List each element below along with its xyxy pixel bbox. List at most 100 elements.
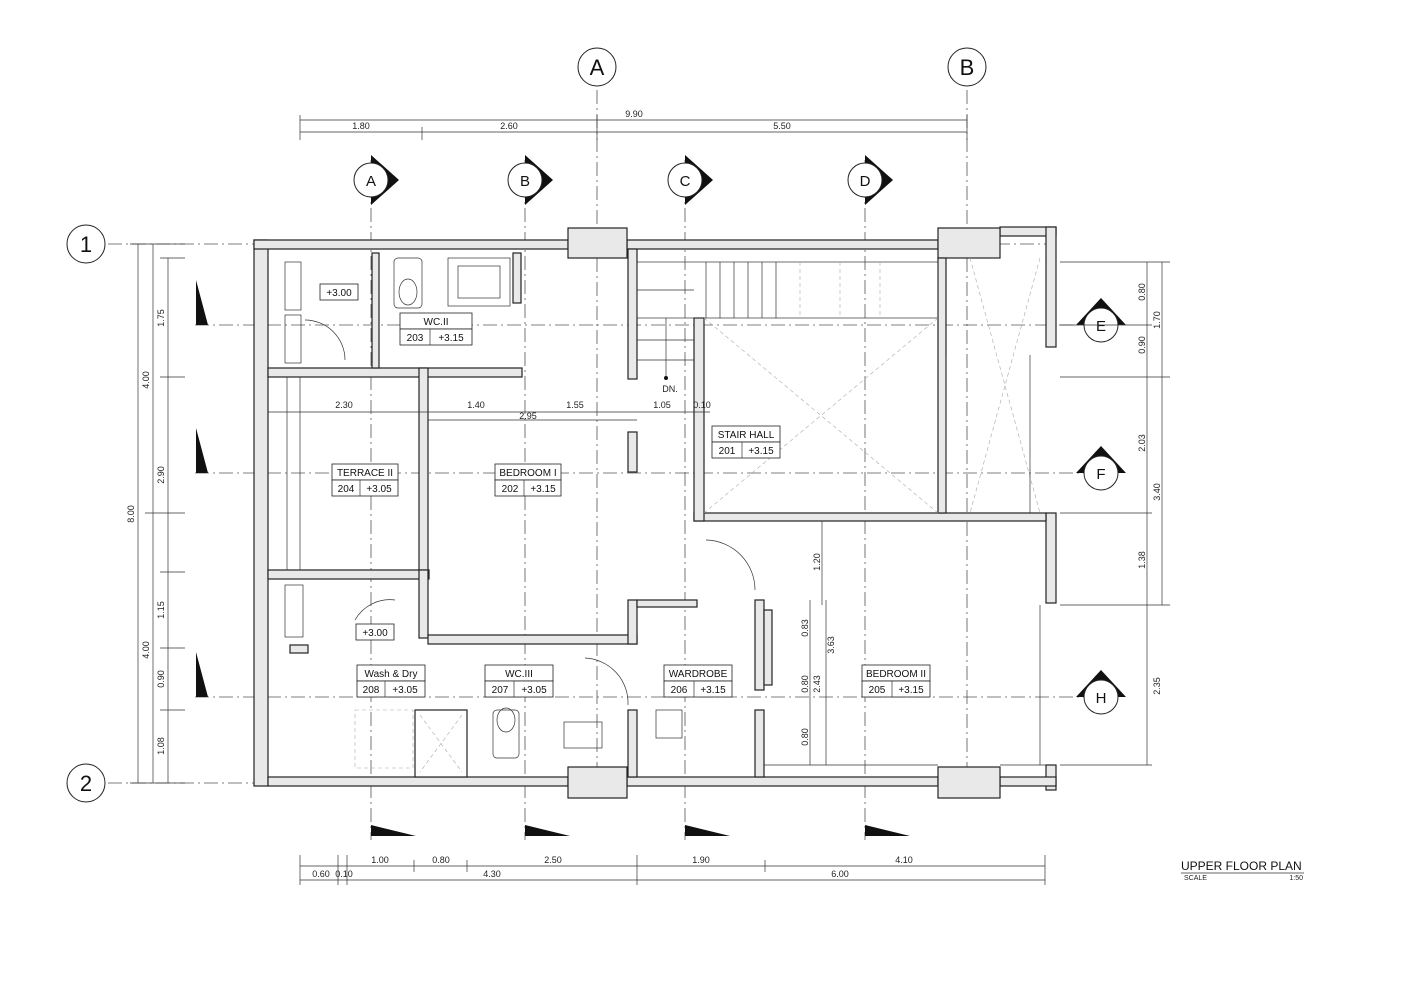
svg-text:F: F <box>1096 466 1105 483</box>
grid-bubble-a: A <box>577 47 617 87</box>
svg-text:1: 1 <box>80 232 92 257</box>
svg-text:9.90: 9.90 <box>625 109 643 119</box>
svg-text:+3.05: +3.05 <box>521 685 547 696</box>
svg-text:2.60: 2.60 <box>500 121 518 131</box>
svg-text:+3.15: +3.15 <box>438 333 464 344</box>
svg-text:4.00: 4.00 <box>141 371 151 389</box>
section-arrows-bottom <box>371 825 910 836</box>
svg-text:1.90: 1.90 <box>692 855 710 865</box>
svg-text:+3.15: +3.15 <box>700 685 726 696</box>
drawing-title: UPPER FLOOR PLAN <box>1181 859 1302 873</box>
svg-text:2.50: 2.50 <box>544 855 562 865</box>
svg-text:1.40: 1.40 <box>467 400 485 410</box>
svg-text:207: 207 <box>492 685 509 696</box>
svg-text:E: E <box>1096 318 1106 335</box>
svg-text:0.80: 0.80 <box>800 675 810 693</box>
svg-text:0.10: 0.10 <box>335 869 353 879</box>
section-marker-h: H <box>1076 670 1126 715</box>
svg-text:1.38: 1.38 <box>1137 551 1147 569</box>
svg-text:WC.III: WC.III <box>505 669 533 680</box>
level-tag-upper: +3.00 <box>319 283 359 301</box>
svg-text:2.35: 2.35 <box>1152 677 1162 695</box>
svg-text:+3.15: +3.15 <box>898 685 924 696</box>
svg-text:5.50: 5.50 <box>773 121 791 131</box>
walls <box>253 226 1057 799</box>
svg-text:0.83: 0.83 <box>800 619 810 637</box>
bottom-dimensions: 1.00 0.80 2.50 1.90 4.10 0.60 0.10 4.30 … <box>299 855 1046 885</box>
svg-text:+3.00: +3.00 <box>326 288 352 299</box>
svg-text:+3.15: +3.15 <box>530 484 556 495</box>
section-marker-e: E <box>1076 298 1126 343</box>
svg-text:2.90: 2.90 <box>156 466 166 484</box>
section-marker-c: C <box>667 155 713 840</box>
svg-text:1.05: 1.05 <box>653 400 671 410</box>
svg-text:201: 201 <box>719 446 736 457</box>
svg-text:4.30: 4.30 <box>483 869 501 879</box>
svg-text:1.80: 1.80 <box>352 121 370 131</box>
svg-text:206: 206 <box>671 685 688 696</box>
svg-text:1.55: 1.55 <box>566 400 584 410</box>
room-tag-wardrobe: WARDROBE 206 +3.15 <box>663 664 733 698</box>
section-marker-f: F <box>1076 446 1126 491</box>
section-marker-a: A <box>353 155 399 840</box>
svg-text:WARDROBE: WARDROBE <box>669 669 728 680</box>
svg-text:1.20: 1.20 <box>812 553 822 571</box>
svg-text:B: B <box>520 173 530 190</box>
svg-text:0.90: 0.90 <box>1137 336 1147 354</box>
svg-text:DN.: DN. <box>662 384 678 394</box>
svg-text:C: C <box>680 173 691 190</box>
svg-text:+3.05: +3.05 <box>366 484 392 495</box>
room-tag-bedroom-ii: BEDROOM II 205 +3.15 <box>861 664 931 698</box>
svg-text:203: 203 <box>407 333 424 344</box>
svg-text:1.00: 1.00 <box>371 855 389 865</box>
svg-text:202: 202 <box>502 484 519 495</box>
svg-text:2.43: 2.43 <box>812 675 822 693</box>
svg-text:2.30: 2.30 <box>335 400 353 410</box>
svg-text:B: B <box>960 55 975 80</box>
svg-text:0.80: 0.80 <box>1137 283 1147 301</box>
svg-text:H: H <box>1096 690 1107 707</box>
grid-bubble-1: 1 <box>66 224 106 264</box>
svg-text:3.40: 3.40 <box>1152 483 1162 501</box>
room-tag-wc-iii: WC.III 207 +3.05 <box>484 664 554 698</box>
interior-dimensions: 2.30 1.40 2.95 1.55 1.05 0.10 1.20 0.83 … <box>268 400 836 765</box>
svg-text:0.90: 0.90 <box>156 670 166 688</box>
stair: DN. <box>636 261 939 394</box>
svg-text:1.70: 1.70 <box>1152 311 1162 329</box>
svg-text:TERRACE II: TERRACE II <box>337 468 393 479</box>
section-marker-b: B <box>507 155 553 840</box>
grid-bubble-2: 2 <box>66 763 106 803</box>
section-marker-d: D <box>847 155 893 840</box>
svg-text:8.00: 8.00 <box>126 505 136 523</box>
svg-text:4.10: 4.10 <box>895 855 913 865</box>
svg-text:208: 208 <box>363 685 380 696</box>
left-dimensions: 8.00 4.00 4.00 1.75 2.90 1.15 0.90 1.08 <box>126 243 185 784</box>
svg-text:Wash & Dry: Wash & Dry <box>365 669 418 680</box>
svg-text:204: 204 <box>338 484 355 495</box>
level-tag-lower: +3.00 <box>355 623 395 641</box>
svg-text:BEDROOM I: BEDROOM I <box>499 468 556 479</box>
svg-text:A: A <box>366 173 376 190</box>
svg-text:WC.II: WC.II <box>424 317 449 328</box>
section-markers-top: A B C D <box>353 155 893 840</box>
svg-text:0.60: 0.60 <box>312 869 330 879</box>
svg-text:2: 2 <box>80 771 92 796</box>
room-tag-stair-hall: STAIR HALL 201 +3.15 <box>711 425 781 459</box>
svg-text:0.80: 0.80 <box>432 855 450 865</box>
svg-text:4.00: 4.00 <box>141 641 151 659</box>
svg-text:205: 205 <box>869 685 886 696</box>
section-arrows-left <box>195 280 1085 698</box>
svg-text:2.03: 2.03 <box>1137 434 1147 452</box>
svg-text:3.63: 3.63 <box>826 636 836 654</box>
svg-text:6.00: 6.00 <box>831 869 849 879</box>
svg-text:0.80: 0.80 <box>800 728 810 746</box>
top-dimensions: 9.90 1.80 2.60 5.50 <box>299 109 968 140</box>
svg-text:A: A <box>590 55 605 80</box>
room-tag-terrace-ii: TERRACE II 204 +3.05 <box>331 463 399 497</box>
scale-label: SCALE <box>1184 875 1207 882</box>
svg-text:BEDROOM II: BEDROOM II <box>866 669 926 680</box>
scale-value: 1:50 <box>1289 875 1303 882</box>
room-tag-wash-dry: Wash & Dry 208 +3.05 <box>356 664 426 698</box>
svg-text:D: D <box>860 173 871 190</box>
